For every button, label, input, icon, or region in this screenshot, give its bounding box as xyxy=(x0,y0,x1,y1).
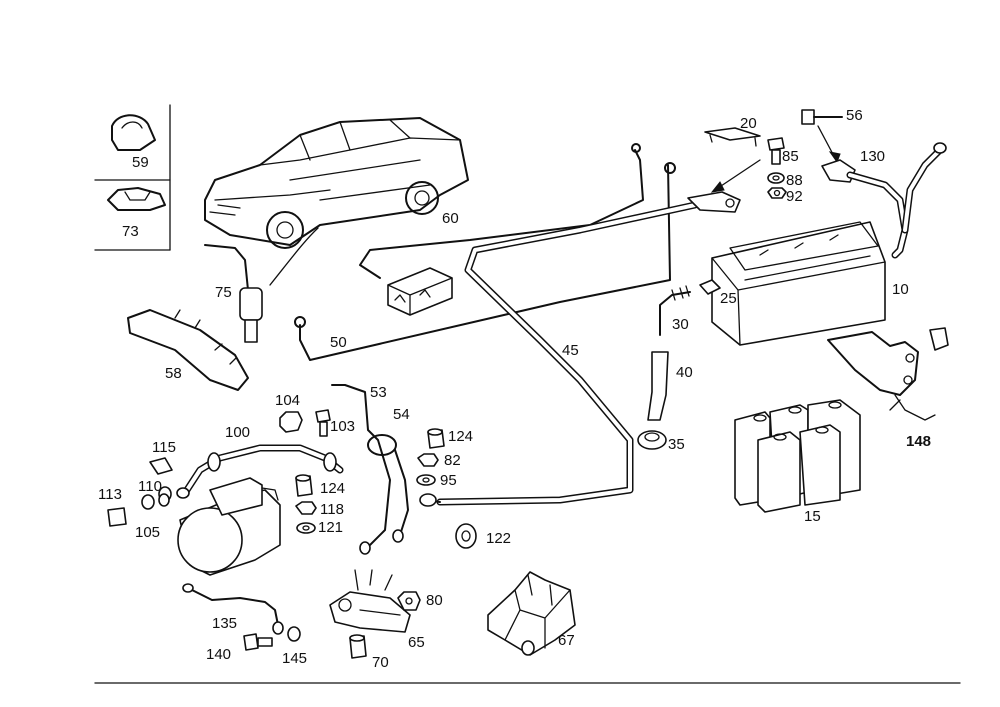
part-67-fusebox xyxy=(487,571,576,656)
part-20-cover xyxy=(704,127,761,147)
callout-122: 122 xyxy=(486,530,511,547)
part-70-sleeve xyxy=(349,634,367,659)
leader-75-car xyxy=(269,227,319,286)
part-140-bolt xyxy=(243,633,273,651)
callout-135: 135 xyxy=(212,615,237,632)
callout-54: 54 xyxy=(393,406,410,423)
part-124-cap-b xyxy=(295,474,313,497)
cable-53 xyxy=(331,384,391,555)
part-104-nut xyxy=(279,411,303,433)
callout-35: 35 xyxy=(668,436,685,453)
cable-130 xyxy=(821,142,947,259)
callout-110: 110 xyxy=(138,478,162,495)
callout-140: 140 xyxy=(206,646,231,663)
callout-56: 56 xyxy=(846,107,863,124)
callout-60: 60 xyxy=(442,210,459,227)
callout-145: 145 xyxy=(282,650,307,667)
callout-labels: 59 73 75 58 60 50 45 20 85 88 92 56 130 … xyxy=(98,107,931,671)
callout-45: 45 xyxy=(562,342,579,359)
callout-40: 40 xyxy=(676,364,693,381)
callout-73: 73 xyxy=(122,223,139,240)
part-35-grommet xyxy=(637,430,667,450)
part-65-bracket xyxy=(329,569,411,633)
callout-95: 95 xyxy=(440,472,457,489)
callout-65: 65 xyxy=(408,634,425,651)
cable-100 xyxy=(176,444,344,499)
callout-67: 67 xyxy=(558,632,575,649)
part-56-bolt xyxy=(801,109,843,125)
part-121-washer xyxy=(296,522,316,534)
callout-104: 104 xyxy=(275,392,300,409)
cable-135 xyxy=(182,583,284,635)
part-95-washer xyxy=(416,474,436,486)
battery-terminal xyxy=(687,191,741,213)
callout-92: 92 xyxy=(786,188,803,205)
part-148-switch xyxy=(827,327,949,421)
part-88-washer xyxy=(767,172,785,184)
callout-130: 130 xyxy=(860,148,885,165)
part-40-hose xyxy=(647,351,669,421)
part-54-loop xyxy=(367,434,409,543)
part-122-sleeve xyxy=(455,523,477,549)
part-115-clip xyxy=(149,457,173,475)
part-85-bolt xyxy=(767,137,785,165)
cable-60 xyxy=(359,143,644,279)
callout-80: 80 xyxy=(426,592,443,609)
callout-75: 75 xyxy=(215,284,232,301)
starter-motor xyxy=(177,477,281,576)
callout-20: 20 xyxy=(740,115,757,132)
callout-103: 103 xyxy=(330,418,355,435)
callout-100: 100 xyxy=(225,424,250,441)
callout-85: 85 xyxy=(782,148,799,165)
cable-50 xyxy=(294,162,676,361)
part-145-washer xyxy=(287,626,301,642)
part-113-bushing xyxy=(107,507,127,527)
leader-arrow-terminal xyxy=(714,159,761,191)
callout-53: 53 xyxy=(370,384,387,401)
inset-frame xyxy=(94,104,171,251)
part-92-nut xyxy=(767,187,787,199)
part-124-cap-a xyxy=(427,428,445,449)
callout-124-lower: 124 xyxy=(320,480,345,497)
part-73-clip xyxy=(107,187,166,211)
callout-82: 82 xyxy=(444,452,461,469)
part-30-elbow xyxy=(659,285,691,336)
callout-25: 25 xyxy=(720,290,737,307)
callout-113: 113 xyxy=(98,486,122,503)
callout-118: 118 xyxy=(320,501,344,518)
callout-10: 10 xyxy=(892,281,909,298)
part-118-nut xyxy=(295,501,317,515)
part-82-nut xyxy=(417,453,439,467)
arrowhead-56 xyxy=(828,151,841,164)
callout-30: 30 xyxy=(672,316,689,333)
arrowhead-terminal xyxy=(710,181,725,193)
part-10-battery xyxy=(711,221,886,346)
callout-121: 121 xyxy=(318,519,343,536)
callout-124-upper: 124 xyxy=(448,428,473,445)
cable-45 xyxy=(419,201,699,507)
callout-70: 70 xyxy=(372,654,389,671)
relay-block xyxy=(387,267,453,316)
callout-88: 88 xyxy=(786,172,803,189)
callout-148: 148 xyxy=(906,433,931,450)
car-outline xyxy=(204,117,469,249)
callout-115: 115 xyxy=(152,439,176,456)
part-80-nut xyxy=(397,591,421,611)
callout-50: 50 xyxy=(330,334,347,351)
part-103-bolt xyxy=(315,409,331,437)
part-75-sensor xyxy=(204,244,263,343)
callout-15: 15 xyxy=(804,508,821,525)
part-15-cells xyxy=(734,399,861,513)
part-58-bracket xyxy=(127,309,249,391)
callout-58: 58 xyxy=(165,365,182,382)
callout-105: 105 xyxy=(135,524,160,541)
part-25-plug xyxy=(699,279,721,295)
callout-59: 59 xyxy=(132,154,149,171)
part-105-nut xyxy=(141,493,170,510)
part-59-clip xyxy=(111,114,156,151)
